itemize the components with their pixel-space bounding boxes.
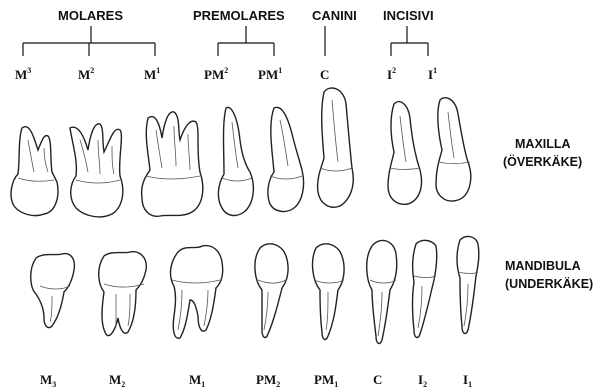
lower-symbol-m2: M2 xyxy=(109,372,125,389)
upper-premolar-2-tooth xyxy=(218,107,253,215)
upper-symbol-m1: M1 xyxy=(144,66,160,82)
bracket-incisivi xyxy=(391,26,428,56)
group-label-incisivi: INCISIVI xyxy=(383,8,434,23)
upper-symbol-i1: I1 xyxy=(428,66,437,82)
lower-symbol-pm1: PM1 xyxy=(314,372,338,389)
maxilla-label: MAXILLA xyxy=(515,137,571,151)
mandibula-sublabel: (UNDERKÄKE) xyxy=(505,276,593,291)
lower-symbol-m1: M1 xyxy=(189,372,205,389)
group-label-molares: MOLARES xyxy=(58,8,123,23)
upper-incisor-2-tooth xyxy=(388,102,422,205)
lower-canine-tooth xyxy=(367,240,397,343)
bracket-premolares xyxy=(218,26,274,56)
upper-canine-tooth xyxy=(318,88,354,207)
lower-symbol-pm2: PM2 xyxy=(256,372,280,389)
upper-molar-2-tooth xyxy=(70,124,123,217)
lower-symbol-c: C xyxy=(373,372,382,387)
upper-symbol-m3: M3 xyxy=(15,66,31,82)
lower-molar-1-tooth xyxy=(171,246,223,339)
upper-molar-3-tooth xyxy=(11,127,58,216)
lower-symbol-m3: M3 xyxy=(40,372,56,389)
lower-incisor-2-tooth xyxy=(413,240,437,337)
mandibula-label: MANDIBULA xyxy=(505,259,581,273)
upper-molar-1-tooth xyxy=(142,112,203,216)
upper-symbol-m2: M2 xyxy=(78,66,94,82)
bracket-molares xyxy=(23,26,155,56)
group-label-premolares: PREMOLARES xyxy=(193,8,285,23)
upper-symbol-pm1: PM1 xyxy=(258,66,282,82)
lower-incisor-1-tooth xyxy=(457,237,479,334)
upper-premolar-1-tooth xyxy=(268,107,304,211)
lower-premolar-2-tooth xyxy=(255,244,288,338)
lower-symbol-i2: I2 xyxy=(418,372,427,389)
upper-symbol-pm2: PM2 xyxy=(204,66,228,82)
lower-molar-2-tooth xyxy=(99,252,147,336)
upper-symbol-i2: I2 xyxy=(387,66,396,82)
lower-molar-3-tooth xyxy=(31,254,75,328)
group-label-canini: CANINI xyxy=(312,8,357,23)
lower-premolar-1-tooth xyxy=(313,244,345,340)
upper-symbol-c: C xyxy=(320,67,329,82)
upper-incisor-1-tooth xyxy=(436,98,471,201)
maxilla-sublabel: (ÖVERKÄKE) xyxy=(503,154,582,169)
lower-symbol-i1: I1 xyxy=(463,372,472,389)
